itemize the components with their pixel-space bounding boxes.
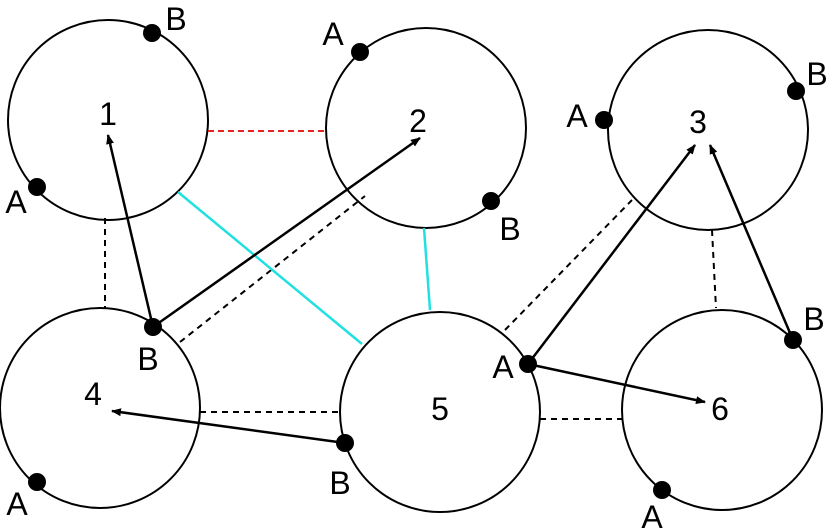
node-4-label: 4 [84,376,102,412]
arrow-5b-to-4 [111,408,346,445]
port-dot-4-a [28,473,46,491]
dashed-edge-5-3 [504,199,633,331]
port-label-4-b: B [137,341,158,377]
node-2-label: 2 [409,103,427,139]
node-1-circle [7,19,209,221]
node-1-label: 1 [99,96,117,132]
dashed-edge-3-6 [711,229,717,309]
port-dot-4-b [144,318,162,336]
node-6-circle [621,309,823,511]
arrow-4b-to-1 [106,134,155,328]
node-4-circle [0,307,201,509]
arrow-6b-to-3 [708,144,795,341]
node-2-circle [325,27,527,229]
port-dot-5-b [336,434,354,452]
port-label-4-a: A [6,486,28,522]
port-dot-1-b [143,24,161,42]
node-3-label: 3 [689,104,707,140]
port-label-6-b: B [803,301,824,337]
node-3-circle [607,29,809,231]
cyan-edge-2-5 [422,227,432,311]
port-dot-2-b [482,192,500,210]
arrow-4b-to-2 [152,136,421,329]
port-label-5-a: A [492,349,514,385]
node-6-label: 6 [711,391,729,427]
port-label-5-b: B [329,465,350,501]
port-dot-3-b [787,82,805,100]
port-dot-6-b [784,331,802,349]
port-dot-1-a [28,178,46,196]
port-label-3-a: A [566,98,588,134]
port-label-3-b: B [806,56,827,92]
arrow-5a-to-6 [527,362,706,405]
port-label-6-a: A [641,499,663,531]
node-5-circle [339,311,541,513]
cyan-edge-1-5 [177,191,363,345]
arrow-5a-to-3 [527,144,696,365]
port-label-2-a: A [322,16,344,52]
port-dot-2-a [351,43,369,61]
port-dot-5-a [519,355,537,373]
port-label-1-a: A [5,184,27,220]
port-label-1-b: B [165,1,186,37]
node-5-label: 5 [431,391,449,427]
port-dot-6-a [653,481,671,499]
port-label-2-b: B [499,211,520,247]
port-dot-3-a [595,111,613,129]
